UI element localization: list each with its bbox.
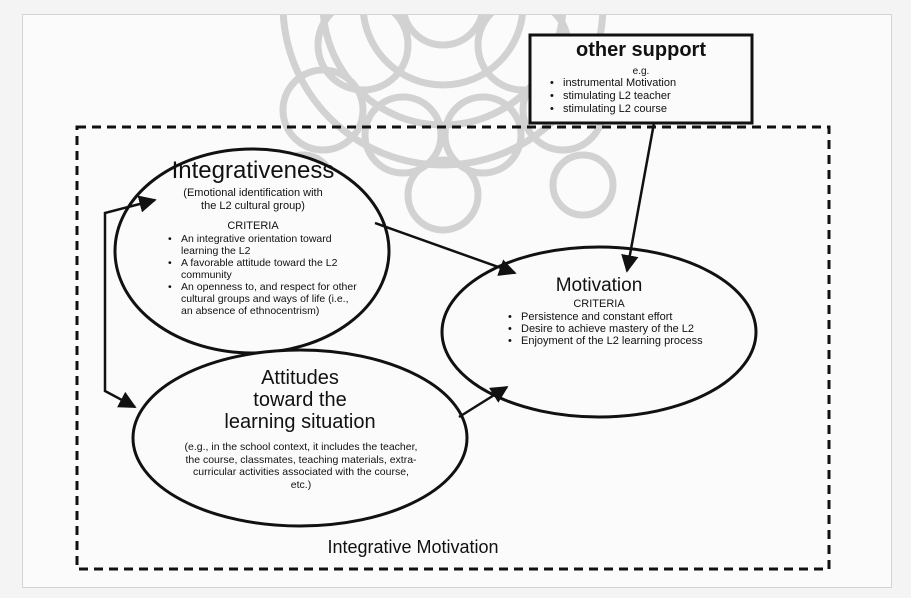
list-item: An integrative orientation toward learni… [168, 233, 361, 257]
list-item: An openness to, and respect for other cu… [168, 281, 361, 317]
motivation-title: Motivation [555, 275, 643, 296]
attitudes-title-line3: learning situation [224, 411, 376, 433]
other-support-title: other support [576, 39, 706, 61]
motivation-criteria-label: CRITERIA [573, 298, 625, 310]
list-item: stimulating L2 teacher [550, 90, 763, 103]
attitudes-title-line2: toward the [253, 389, 347, 411]
arrow-attitudes-to-motivation [458, 385, 509, 419]
list-item: stimulating L2 course [550, 103, 763, 116]
list-item: Persistence and constant effort [508, 311, 721, 323]
attitudes-title-line1: Attitudes [261, 367, 339, 389]
integrativeness-title: Integrativeness [171, 157, 335, 184]
arrow-bidirectional-left [103, 195, 157, 409]
list-item: instrumental Motivation [550, 77, 763, 90]
figure-canvas: other support e.g. instrumental Motivati… [22, 14, 892, 588]
motivation-criteria-list: Persistence and constant effort Desire t… [503, 311, 721, 347]
integrativeness-criteria-list: An integrative orientation toward learni… [163, 233, 361, 317]
arrow-integrativeness-to-motivation [374, 221, 517, 276]
list-item: Desire to achieve mastery of the L2 [508, 323, 721, 335]
arrow-other-support-to-motivation [621, 122, 656, 273]
other-support-eg: e.g. [632, 66, 650, 77]
integrativeness-subtitle-line2: the L2 cultural group) [201, 200, 305, 212]
integrative-motivation-label: Integrative Motivation [327, 537, 499, 557]
list-item: Enjoyment of the L2 learning process [508, 335, 721, 347]
integrativeness-subtitle-line1: (Emotional identification with [183, 187, 323, 199]
attitudes-description: (e.g., in the school context, it include… [184, 441, 418, 491]
attitudes-ellipse [131, 348, 469, 528]
integrativeness-criteria-label: CRITERIA [227, 220, 279, 232]
integrative-motivation-frame [75, 125, 831, 571]
other-support-list: instrumental Motivation stimulating L2 t… [545, 77, 763, 116]
list-item: A favorable attitude toward the L2 commu… [168, 257, 361, 281]
